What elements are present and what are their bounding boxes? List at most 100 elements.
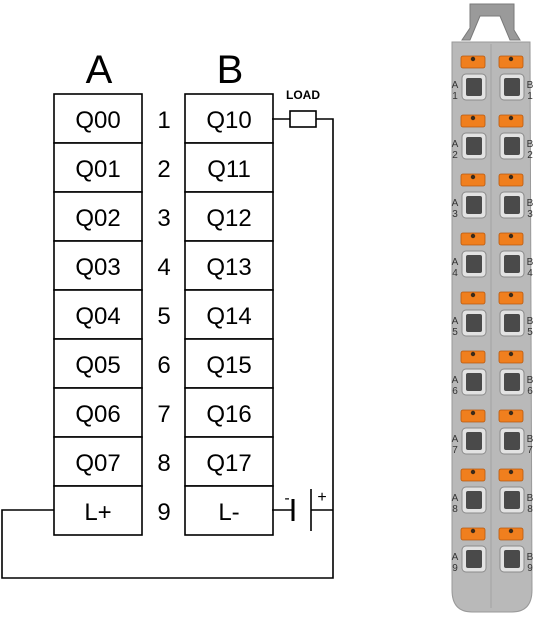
terminal-b-label: Q16 — [206, 401, 251, 428]
lever-pin — [508, 469, 514, 475]
column-a-header: A — [86, 48, 113, 92]
connector-label-b: B — [527, 434, 534, 445]
load-return-wire — [1, 118, 334, 579]
terminal-a-label: Q01 — [75, 156, 120, 183]
connector-row-number-left: 7 — [452, 445, 458, 456]
connector-row-number-right: 8 — [527, 504, 533, 515]
connector-label-b: B — [527, 493, 534, 504]
terminal-a-cell — [53, 240, 143, 291]
lever-pin — [508, 115, 514, 121]
connector-lever-left — [460, 173, 486, 187]
row-number: 8 — [157, 450, 170, 477]
connector-lever-left — [460, 55, 486, 69]
lever-pin — [508, 410, 514, 416]
connector-label-b: B — [527, 139, 534, 150]
load-label: LOAD — [286, 88, 320, 102]
terminal-a-label: Q02 — [75, 205, 120, 232]
row-number: 6 — [157, 352, 170, 379]
terminal-b-label: Q15 — [206, 352, 251, 379]
lever-pin — [470, 292, 476, 298]
connector-socket-left — [466, 78, 482, 96]
lever-pin — [470, 351, 476, 357]
connector-row-number-left: 4 — [452, 268, 458, 279]
connector-socket-right — [504, 373, 520, 391]
connector-socket-right — [504, 491, 520, 509]
lever-pin — [470, 115, 476, 121]
terminal-b-cell — [184, 93, 274, 144]
connector-socket-right — [504, 196, 520, 214]
terminal-a-label: Q04 — [75, 303, 120, 330]
connector-socket-left — [466, 432, 482, 450]
connector-socket-right — [504, 255, 520, 273]
connector-socket-right — [504, 314, 520, 332]
terminal-b-label: Q11 — [207, 156, 251, 183]
connector-lever-right — [498, 291, 524, 305]
connector-lever-left — [460, 114, 486, 128]
power-supply: - + — [272, 489, 333, 531]
connector-label-b: B — [527, 375, 534, 386]
lever-pin — [470, 528, 476, 534]
row-number: 5 — [157, 303, 170, 330]
connector-socket-left — [466, 137, 482, 155]
column-b-header: B — [217, 48, 244, 92]
lever-pin — [470, 233, 476, 239]
connector-socket-left — [466, 314, 482, 332]
terminal-b-label: L- — [218, 499, 239, 526]
connector-row-number-left: 1 — [452, 91, 458, 102]
terminal-b-label: Q12 — [206, 205, 251, 232]
connector-label-a: A — [452, 139, 459, 150]
terminal-b-cell — [184, 289, 274, 340]
connector-socket-right — [504, 550, 520, 568]
terminal-a-label: Q07 — [75, 450, 120, 477]
connector-row-number-right: 3 — [527, 209, 533, 220]
connector-row-number-left: 8 — [452, 504, 458, 515]
connector-lever-right — [498, 114, 524, 128]
connector-lever-left — [460, 291, 486, 305]
lever-pin — [508, 56, 514, 62]
connector-socket-left — [466, 491, 482, 509]
connector-row-number-right: 5 — [527, 327, 533, 338]
lever-pin — [470, 469, 476, 475]
connector-row-number-left: 2 — [452, 150, 458, 161]
connector-lever-left — [460, 350, 486, 364]
connector-socket-left — [466, 550, 482, 568]
connector-row-number-left: 9 — [452, 563, 458, 574]
connector-label-b: B — [527, 552, 534, 563]
row-number: 1 — [157, 107, 170, 134]
terminal-a-cell — [53, 93, 143, 144]
terminal-a-label: Q05 — [75, 352, 120, 379]
lever-pin — [470, 56, 476, 62]
connector-label-b: B — [527, 198, 534, 209]
connector-lever-left — [460, 468, 486, 482]
connector-label-a: A — [452, 316, 459, 327]
terminal-b-cell — [184, 485, 274, 536]
terminal-b-cell — [184, 142, 274, 193]
connector-label-a: A — [452, 80, 459, 91]
connector-label-a: A — [452, 552, 459, 563]
connector-lever-right — [498, 173, 524, 187]
connector-label-b: B — [527, 257, 534, 268]
connector-row-number-left: 3 — [452, 209, 458, 220]
connector-lever-left — [460, 527, 486, 541]
connector-row-number-left: 5 — [452, 327, 458, 338]
row-number: 2 — [157, 156, 170, 183]
connector-row-number-right: 6 — [527, 386, 533, 397]
connector-row-number-right: 4 — [527, 268, 533, 279]
lever-pin — [508, 174, 514, 180]
terminal-a-label: L+ — [84, 499, 111, 526]
connector-row-number-left: 6 — [452, 386, 458, 397]
connector-lever-right — [498, 55, 524, 69]
connector-lever-right — [498, 232, 524, 246]
battery-minus-label: - — [284, 490, 289, 507]
connector-lever-right — [498, 350, 524, 364]
connector-row-number-right: 7 — [527, 445, 533, 456]
connector-row-number-right: 2 — [527, 150, 533, 161]
row-number: 4 — [157, 254, 170, 281]
connector-socket-left — [466, 255, 482, 273]
connector-label-a: A — [452, 493, 459, 504]
connector-socket-left — [466, 373, 482, 391]
